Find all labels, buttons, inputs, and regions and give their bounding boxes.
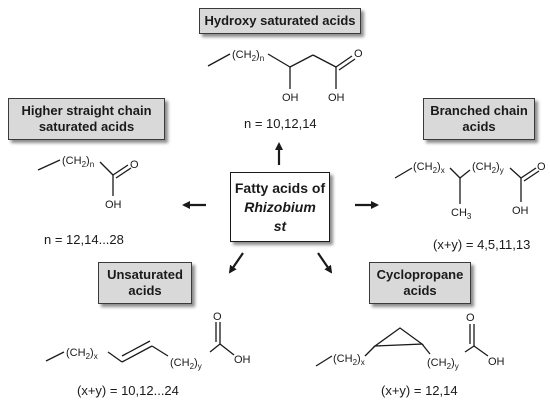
- branched-chainy: (CH: [472, 161, 492, 173]
- hydroxy-note: n = 10,12,14: [244, 116, 317, 131]
- hydroxy-saturated-acids-label: Hydroxy saturated acids: [199, 8, 361, 34]
- unsaturated-structure: (CH2)x (CH2)y O OH: [45, 311, 251, 371]
- hydroxy-cooh-oh: OH: [328, 92, 345, 104]
- straight-sub2: 2: [82, 160, 87, 169]
- unsaturated-y: y: [198, 362, 202, 371]
- hydroxy-chain: (CH: [232, 49, 252, 61]
- hydroxy-oh: OH: [282, 92, 299, 104]
- svg-text:(CH2)x: (CH2)x: [66, 347, 98, 361]
- straight-close: ): [86, 155, 90, 167]
- svg-text:(CH2)n: (CH2)n: [232, 49, 264, 63]
- unsaturated-chainx: (CH: [66, 347, 86, 359]
- unsaturated-note: (x+y) = 10,12...24: [77, 383, 179, 398]
- cyclopropane-label-line2: acids: [403, 283, 437, 298]
- hydroxy-n: n: [260, 54, 264, 63]
- branched-ch3-sub: 3: [467, 212, 472, 221]
- arrows: [182, 142, 379, 274]
- svg-text:(CH2)x: (CH2)x: [333, 353, 365, 367]
- unsaturated-label-line2: acids: [128, 283, 162, 298]
- unsaturated-closey: ): [194, 357, 198, 369]
- branched-o: O: [537, 161, 546, 173]
- branched-closex: ): [437, 161, 441, 173]
- arrow-down-left: [228, 252, 244, 274]
- cyclopropane-x: x: [361, 358, 365, 367]
- straight-label-line1: Higher straight chain: [21, 103, 152, 118]
- branched-x: x: [441, 166, 445, 175]
- center-line3: st: [273, 217, 287, 234]
- cyclopropane-oh: OH: [488, 356, 505, 368]
- branched-note: (x+y) = 4,5,11,13: [433, 237, 531, 252]
- branched-chain-acids-label: Branched chain acids: [423, 98, 535, 140]
- straight-n: n: [90, 160, 94, 169]
- branched-chain-structure: (CH2)x (CH2)y CH3 OH O: [394, 161, 546, 221]
- cyclopropane-label-line1: Cyclopropane: [376, 267, 464, 282]
- straight-label-line2: saturated acids: [38, 119, 135, 134]
- straight-note: n = 12,14...28: [44, 232, 124, 247]
- branched-chainx: (CH: [413, 161, 433, 173]
- cyclopropane-suby: 2: [447, 362, 452, 371]
- cyclopropane-closex: ): [357, 353, 361, 365]
- svg-text:(CH2)y: (CH2)y: [427, 357, 459, 371]
- hydroxy-acid-structure: (CH2)n OH OH O: [207, 48, 363, 104]
- cyclopropane-y: y: [455, 362, 459, 371]
- straight-chain-structure: (CH2)n OH O: [37, 155, 139, 211]
- svg-text:(CH2)y: (CH2)y: [170, 357, 202, 371]
- branched-y: y: [500, 166, 504, 175]
- cyclopropane-chainy: (CH: [427, 357, 447, 369]
- hydroxy-o: O: [354, 48, 363, 60]
- svg-text:(CH2)n: (CH2)n: [62, 155, 94, 169]
- unsaturated-suby: 2: [190, 362, 195, 371]
- center-line2: Rhizobium: [244, 198, 316, 215]
- hydroxy-label-line1: Hydroxy saturated acids: [204, 13, 356, 28]
- unsaturated-o: O: [213, 311, 222, 323]
- cyclopropane-acids-label: Cyclopropane acids: [369, 262, 471, 304]
- unsaturated-chainy: (CH: [170, 357, 190, 369]
- hydroxy-close: ): [256, 49, 260, 61]
- unsaturated-oh: OH: [234, 354, 251, 366]
- cyclopropane-subx: 2: [353, 358, 358, 367]
- svg-text:(CH2)y: (CH2)y: [472, 161, 504, 175]
- straight-oh: OH: [105, 199, 122, 211]
- branched-oh: OH: [512, 205, 529, 217]
- branched-closey: ): [496, 161, 500, 173]
- svg-text:(CH2)x: (CH2)x: [413, 161, 445, 175]
- straight-chain: (CH: [62, 155, 82, 167]
- straight-o: O: [130, 159, 139, 171]
- straight-chain-acids-label: Higher straight chain saturated acids: [8, 98, 165, 140]
- unsaturated-subx: 2: [86, 352, 91, 361]
- fatty-acids-center-box: Fatty acids of Rhizobium st: [230, 172, 330, 242]
- cyclopropane-chainx: (CH: [333, 353, 353, 365]
- cyclopropane-closey: ): [451, 357, 455, 369]
- branched-subx: 2: [433, 166, 438, 175]
- cyclopropane-structure: (CH2)x (CH2)y O OH: [315, 312, 505, 371]
- cyclopropane-note: (x+y) = 12,14: [381, 383, 458, 398]
- unsaturated-acids-label: Unsaturated acids: [98, 262, 192, 304]
- cyclopropane-o: O: [466, 312, 475, 324]
- branched-suby: 2: [492, 166, 497, 175]
- hydroxy-sub2: 2: [252, 54, 257, 63]
- center-line1: Fatty acids of: [234, 179, 326, 196]
- branched-ch3: CH: [451, 207, 467, 219]
- branched-label-line1: Branched chain: [430, 103, 528, 118]
- branched-label-line2: acids: [462, 119, 496, 134]
- arrow-down-right: [317, 252, 333, 274]
- unsaturated-x: x: [94, 352, 98, 361]
- unsaturated-label-line1: Unsaturated: [107, 267, 183, 282]
- svg-text:CH3: CH3: [451, 207, 472, 221]
- unsaturated-closex: ): [90, 347, 94, 359]
